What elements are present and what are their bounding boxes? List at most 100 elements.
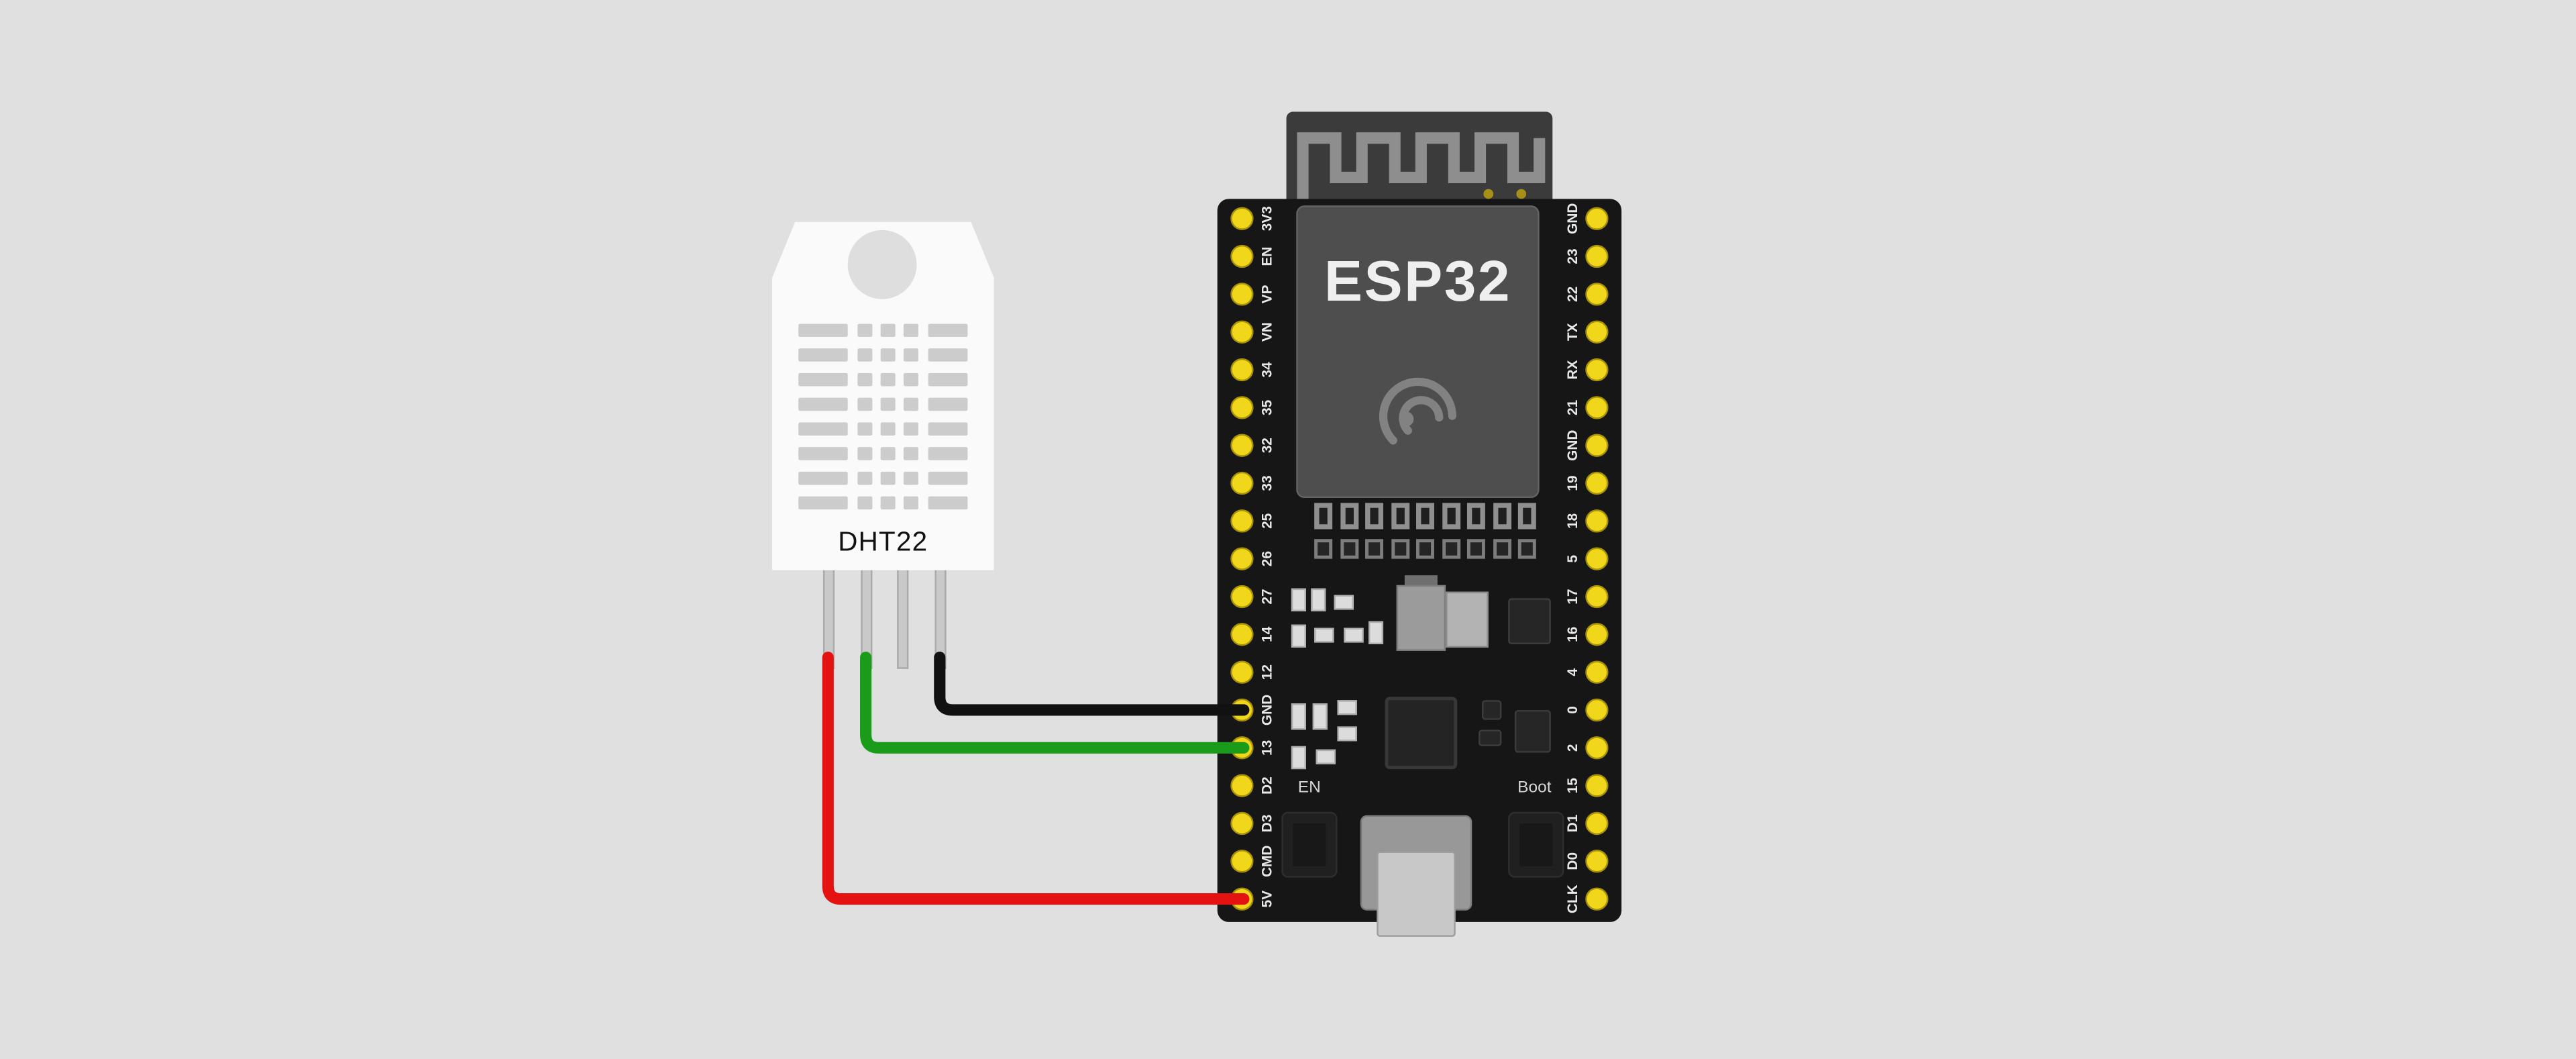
pin-hole-D3[interactable] <box>1230 811 1254 836</box>
module-pad <box>1340 539 1358 559</box>
smd-component <box>1291 746 1306 770</box>
module-pad <box>1314 539 1333 559</box>
smd-component <box>1446 591 1489 648</box>
vent-slot <box>857 323 873 338</box>
module-pad <box>1314 503 1333 530</box>
module-pad <box>1517 539 1536 559</box>
smd-component <box>1514 709 1551 753</box>
module-pad <box>1492 503 1511 530</box>
pin-hole-VN[interactable] <box>1230 320 1254 344</box>
dht22-mounting-hole <box>847 230 917 299</box>
pin-hole-26[interactable] <box>1230 547 1254 570</box>
pin-hole-16[interactable] <box>1585 623 1609 646</box>
pin-hole-RX[interactable] <box>1585 358 1609 382</box>
module-pad <box>1365 503 1384 530</box>
wire-5v-red[interactable] <box>822 652 1250 905</box>
smd-component <box>1344 627 1364 643</box>
esp32-devkit-board[interactable]: ESP32 <box>1217 111 1622 940</box>
pin-hole-23[interactable] <box>1585 244 1609 268</box>
micro-usb-plug <box>1377 851 1456 937</box>
module-pad <box>1391 539 1409 559</box>
smd-component <box>1316 749 1336 764</box>
boot-button[interactable] <box>1508 811 1564 878</box>
pin-hole-22[interactable] <box>1585 283 1609 306</box>
pin-hole-GND[interactable] <box>1585 207 1609 230</box>
pin-hole-EN[interactable] <box>1230 244 1254 268</box>
vent-slot <box>880 496 896 510</box>
smd-component <box>1479 729 1502 746</box>
wire-gnd-black[interactable] <box>934 652 1250 716</box>
vent-slot <box>903 372 918 387</box>
vent-slot <box>798 397 848 411</box>
module-pad <box>1517 503 1536 530</box>
pin-hole-15[interactable] <box>1585 774 1609 797</box>
pin-hole-12[interactable] <box>1230 660 1254 684</box>
module-pad <box>1416 539 1434 559</box>
smd-component <box>1481 700 1502 720</box>
dht22-vent-slots <box>772 222 994 570</box>
pin-hole-D0[interactable] <box>1585 850 1609 873</box>
vent-slot <box>928 496 968 510</box>
pin-hole-34[interactable] <box>1230 358 1254 382</box>
pin-hole-18[interactable] <box>1585 509 1609 533</box>
vent-slot <box>928 372 968 387</box>
smd-component <box>1368 621 1384 645</box>
voltage-regulator-tab <box>1404 575 1438 587</box>
vent-slot <box>798 422 848 436</box>
module-pad <box>1441 503 1460 530</box>
usb-uart-chip <box>1385 697 1458 770</box>
smd-component <box>1291 588 1306 612</box>
pin-hole-GND[interactable] <box>1230 698 1254 722</box>
vent-slot <box>798 323 848 338</box>
pin-hole-3V3[interactable] <box>1230 207 1254 230</box>
pin-hole-17[interactable] <box>1585 585 1609 609</box>
vent-slot <box>903 422 918 436</box>
pin-hole-19[interactable] <box>1585 471 1609 495</box>
pin-hole-5[interactable] <box>1585 547 1609 570</box>
module-pad <box>1441 539 1460 559</box>
antenna-meander-icon <box>1297 132 1546 201</box>
smd-component <box>1337 726 1357 742</box>
wire-data-green[interactable] <box>860 652 1250 754</box>
vent-slot <box>798 447 848 460</box>
vent-slot <box>928 397 968 411</box>
smd-component <box>1311 588 1326 612</box>
vent-slot <box>857 447 873 460</box>
pin-hole-D1[interactable] <box>1585 811 1609 836</box>
vent-slot <box>798 496 848 510</box>
espressif-logo-icon <box>1379 377 1457 445</box>
smd-component <box>1291 703 1306 730</box>
pin-hole-14[interactable] <box>1230 623 1254 646</box>
vent-slot <box>798 348 848 362</box>
vent-slot <box>928 348 968 362</box>
vent-slot <box>857 496 873 510</box>
pin-hole-GND[interactable] <box>1585 434 1609 457</box>
smd-component <box>1508 598 1551 645</box>
vent-slot <box>928 447 968 460</box>
pin-hole-33[interactable] <box>1230 471 1254 495</box>
pin-hole-21[interactable] <box>1585 396 1609 419</box>
pin-hole-35[interactable] <box>1230 396 1254 419</box>
vent-slot <box>857 372 873 387</box>
pin-hole-TX[interactable] <box>1585 320 1609 344</box>
pin-hole-D2[interactable] <box>1230 774 1254 797</box>
dht22-sensor[interactable]: DHT22 <box>772 221 994 674</box>
en-button[interactable] <box>1281 811 1338 878</box>
vent-slot <box>903 447 918 460</box>
dht22-pin-3[interactable] <box>896 570 908 669</box>
voltage-regulator <box>1396 585 1446 651</box>
pin-hole-CLK[interactable] <box>1585 887 1609 911</box>
smd-component <box>1334 595 1354 610</box>
pin-hole-27[interactable] <box>1230 585 1254 609</box>
pin-hole-25[interactable] <box>1230 509 1254 533</box>
pin-hole-CMD[interactable] <box>1230 850 1254 873</box>
pin-hole-VP[interactable] <box>1230 283 1254 306</box>
pin-hole-0[interactable] <box>1585 698 1609 722</box>
vent-slot <box>880 323 896 338</box>
pin-hole-4[interactable] <box>1585 660 1609 684</box>
pin-hole-32[interactable] <box>1230 434 1254 457</box>
pin-hole-2[interactable] <box>1585 736 1609 760</box>
smd-component <box>1291 624 1306 648</box>
